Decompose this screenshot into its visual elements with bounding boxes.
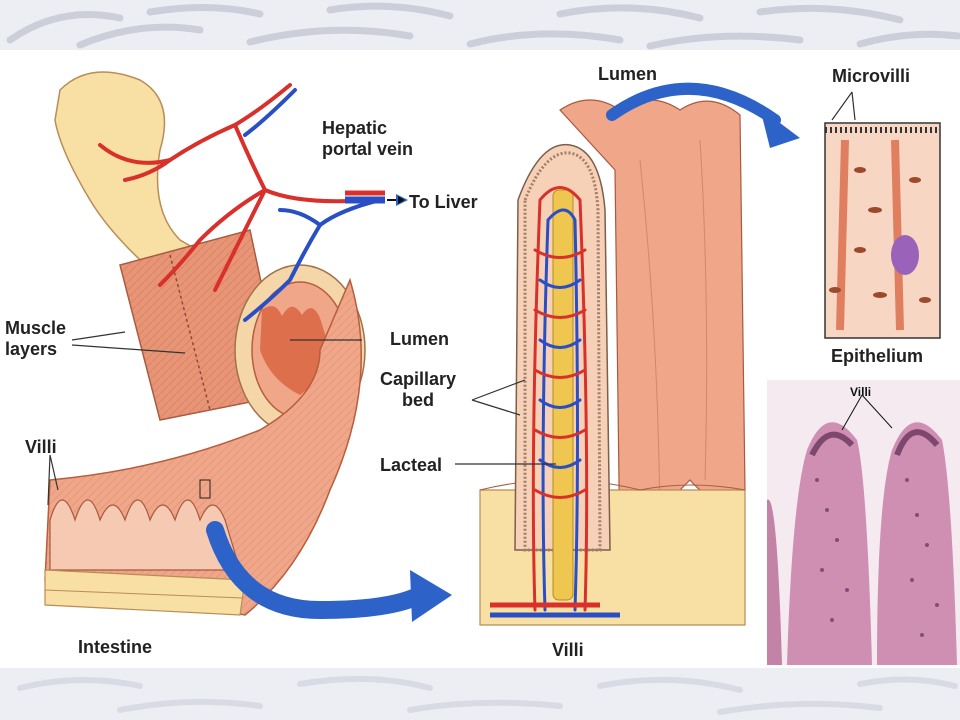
capillary-network (531, 186, 589, 612)
villi-intestine-label: Villi (25, 437, 57, 457)
top-decorative-band (0, 0, 960, 50)
lumen-intestine-label: Lumen (390, 329, 450, 349)
capillary-bed-label: Capillary bed (380, 369, 457, 410)
villi-caption-label: Villi (552, 640, 584, 660)
to-liver-label: To Liver (409, 192, 478, 212)
muscle-layers-leader (71, 331, 186, 354)
villi-micrograph (767, 380, 960, 665)
microvilli-leader (831, 91, 856, 121)
microvilli-label: Microvilli (832, 66, 911, 86)
hepatic-portal-vein-label: Hepatic portal vein (322, 118, 414, 159)
photo-villi-label: Villi (850, 385, 872, 399)
intestine-panel (44, 71, 452, 622)
villus-to-epithelium-arrow (606, 82, 781, 126)
intestine-label: Intestine (78, 637, 153, 657)
intestine-villi-fringe (49, 499, 241, 571)
photo-villi-leader (841, 394, 893, 431)
nucleus (891, 235, 919, 275)
villus-panel (455, 82, 800, 626)
villi-leader (47, 454, 59, 506)
muscle-layers-label: Muscle layers (5, 318, 67, 359)
intestine-tube (54, 71, 252, 311)
detail-box (199, 479, 211, 499)
epithelium-panel (824, 91, 941, 339)
epithelium-label: Epithelium (831, 346, 924, 366)
lumen-folds (260, 306, 330, 395)
bottom-decorative-band (0, 668, 960, 720)
brush-stroke-pattern-bottom (17, 675, 958, 715)
intestine-villi-diagram (44, 71, 941, 626)
capillary-bed-leader (471, 379, 526, 416)
lacteal-vessel (552, 189, 574, 601)
arteries (98, 83, 372, 292)
brush-stroke-pattern (6, 2, 960, 50)
lacteal-label: Lacteal (380, 455, 443, 475)
lumen-villus-label: Lumen (598, 64, 658, 84)
micrograph-image (767, 380, 960, 665)
veins (243, 88, 382, 322)
intestine-to-villi-arrow (206, 521, 429, 620)
